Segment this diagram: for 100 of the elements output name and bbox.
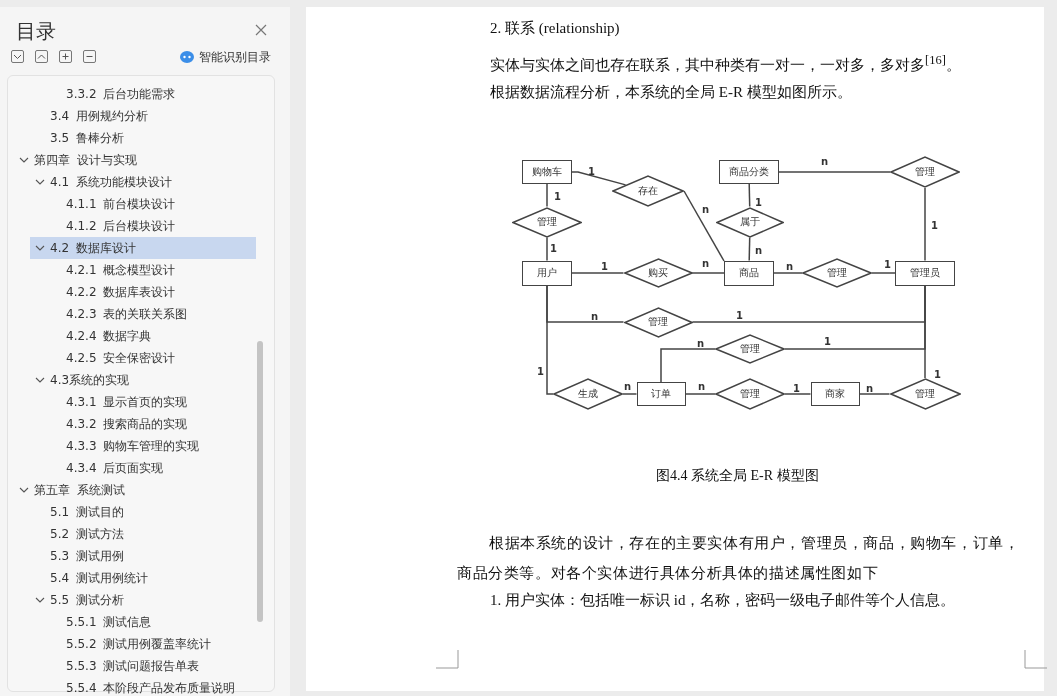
connector-line [546, 236, 548, 262]
toc-entry: 第四章 设计与实现 [34, 152, 137, 168]
toc-entry: 5.5.3 测试问题报告单表 [66, 658, 200, 674]
connector-line [784, 393, 812, 395]
cardinality-label: 1 [824, 336, 831, 347]
connector-line [924, 187, 926, 262]
list-item: 1. 用户实体：包括唯一标识 id，名称，密码一级电子邮件等个人信息。 [490, 591, 956, 610]
cardinality-label: n [821, 156, 829, 167]
relationship-label: 存在 [638, 184, 658, 198]
toc-entry: 4.2 数据库设计 [50, 240, 136, 256]
entity-box [636, 382, 686, 406]
paragraph: 实体与实体之间也存在联系，其中种类有一对一，一对多，多对多$^{[16]}$。 [490, 52, 961, 75]
cardinality-label: 1 [537, 366, 544, 377]
connector-line [660, 348, 716, 383]
toc-entry: 4.3.1 显示首页的实现 [66, 394, 188, 410]
toc-entry: 5.5.4 本阶段产品发布质量说明 [66, 680, 236, 696]
toc-entry: 5.1 测试目的 [50, 504, 124, 520]
entity-label: 商品分类 [729, 165, 769, 179]
toc-entry: 4.3系统的实现 [50, 372, 130, 388]
connector-line [748, 183, 751, 208]
toc-entry: 4.3.4 后页面实现 [66, 460, 164, 476]
figure-caption: 图4.4 系统全局 E-R 模型图 [656, 467, 819, 485]
connector-line [622, 393, 638, 395]
connector-line [773, 272, 803, 274]
cardinality-label: 1 [550, 243, 557, 254]
paragraph: 根据本系统的设计，存在的主要实体有用户，管理员，商品，购物车，订单，商品分类等。对各个实体进行具体分析具体的描述属性图如下 [457, 534, 1021, 583]
relationship-label: 属于 [740, 215, 760, 229]
toc-entry: 4.1.1 前台模块设计 [66, 196, 176, 212]
toc-entry: 5.5 测试分析 [50, 592, 124, 608]
panel-title: 目录 [16, 18, 56, 45]
cardinality-label: n [591, 311, 599, 322]
relationship-label: 管理 [648, 315, 668, 329]
cardinality-label: n [697, 338, 705, 349]
relationship-label: 管理 [537, 215, 557, 229]
cardinality-label: 1 [755, 197, 762, 208]
entity-box [719, 160, 779, 184]
connector-line [546, 284, 554, 395]
entity-label: 订单 [651, 387, 671, 401]
toc-entry: 4.2.5 安全保密设计 [66, 350, 176, 366]
entity-label: 商家 [825, 387, 845, 401]
toc-entry: 5.5.1 测试信息 [66, 614, 152, 630]
entity-box [522, 160, 572, 184]
connector-line [871, 272, 896, 274]
cardinality-label: 1 [793, 383, 800, 394]
cardinality-label: n [702, 258, 710, 269]
toc-entry: 第五章 系统测试 [34, 482, 125, 498]
cardinality-label: n [624, 381, 632, 392]
cardinality-label: n [702, 204, 710, 215]
relationship-label: 管理 [740, 342, 760, 356]
connector-line [778, 171, 891, 173]
toc-entry: 3.5 鲁棒分析 [50, 130, 124, 146]
entity-label: 购物车 [532, 165, 562, 179]
connector-line [684, 393, 716, 395]
paragraph: 根据数据流程分析，本系统的全局 E-R 模型如图所示。 [490, 83, 852, 102]
toc-entry: 5.4 测试用例统计 [50, 570, 148, 586]
relationship-label: 生成 [578, 387, 598, 401]
toc-entry: 4.1.2 后台模块设计 [66, 218, 176, 234]
entity-label: 用户 [537, 266, 557, 280]
connector-line [546, 183, 548, 208]
toc-entry: 4.3.2 搜索商品的实现 [66, 416, 188, 432]
entity-box [895, 260, 955, 286]
entity-box [810, 382, 860, 406]
cardinality-label: 1 [736, 310, 743, 321]
relationship-label: 管理 [827, 266, 847, 280]
connector-line [748, 236, 751, 262]
relationship-label: 管理 [740, 387, 760, 401]
entity-label: 管理员 [910, 266, 940, 280]
smart-toc-link: 智能识别目录 [199, 49, 271, 66]
toc-entry: 4.2.4 数据字典 [66, 328, 152, 344]
connector-line [571, 272, 625, 274]
section-heading: 2. 联系 (relationship) [490, 19, 620, 38]
entity-label: 商品 [739, 266, 759, 280]
relationship-label: 购买 [648, 266, 668, 280]
cardinality-label: 1 [931, 220, 938, 231]
cardinality-label: n [786, 261, 794, 272]
relationship-label: 管理 [915, 165, 935, 179]
toc-entry: 4.2.1 概念模型设计 [66, 262, 176, 278]
cardinality-label: 1 [884, 259, 891, 270]
connector-line [683, 190, 725, 262]
cardinality-label: 1 [934, 369, 941, 380]
toc-entry: 4.2.2 数据库表设计 [66, 284, 176, 300]
connector-line [691, 272, 725, 274]
cardinality-label: 1 [601, 261, 608, 272]
toc-entry: 4.1 系统功能模块设计 [50, 174, 172, 190]
cardinality-label: 1 [588, 166, 595, 177]
toc-entry: 5.3 测试用例 [50, 548, 124, 564]
toc-entry: 5.2 测试方法 [50, 526, 124, 542]
cardinality-label: n [755, 245, 763, 256]
entity-box [724, 260, 774, 286]
connector-line [858, 393, 891, 395]
connector-line [924, 284, 926, 379]
cardinality-label: 1 [554, 191, 561, 202]
toc-entry: 3.3.2 后台功能需求 [66, 86, 176, 102]
cardinality-label: n [866, 383, 874, 394]
relationship-label: 管理 [915, 387, 935, 401]
toc-entry: 3.4 用例规约分析 [50, 108, 148, 124]
toc-entry: 4.3.3 购物车管理的实现 [66, 438, 200, 454]
toc-entry: 4.2.3 表的关联关系图 [66, 306, 188, 322]
toc-entry: 5.5.2 测试用例覆盖率统计 [66, 636, 212, 652]
connector-line [571, 171, 627, 186]
